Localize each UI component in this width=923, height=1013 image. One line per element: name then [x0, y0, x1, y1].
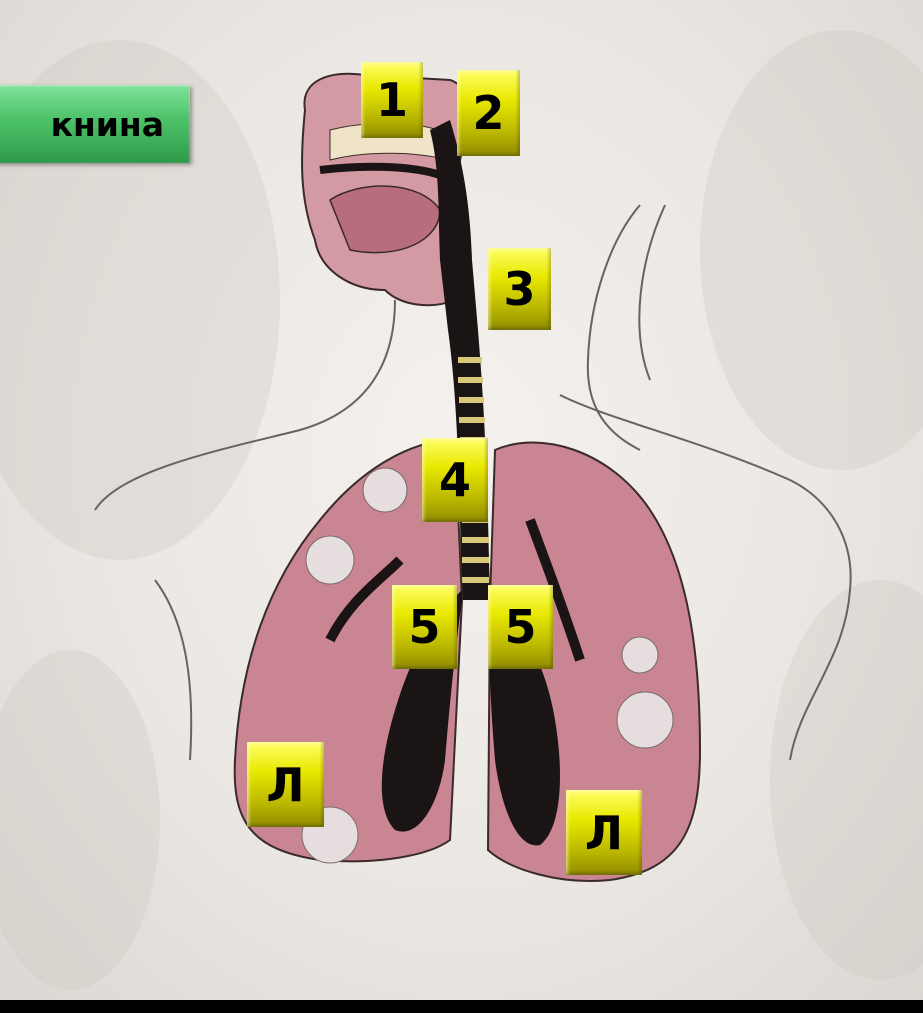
marker-5-left[interactable]: 5: [392, 585, 457, 669]
marker-2-label: 2: [472, 86, 504, 140]
marker-l-right-label: Л: [585, 806, 623, 860]
marker-3[interactable]: 3: [488, 248, 551, 330]
marker-1-label: 1: [376, 73, 408, 127]
marker-5-right-label: 5: [504, 600, 536, 654]
marker-l-left-label: Л: [266, 758, 304, 812]
marker-l-right[interactable]: Л: [566, 790, 642, 875]
bottom-bar: [0, 1000, 923, 1013]
marker-1[interactable]: 1: [361, 62, 423, 138]
title-tag-text: книна: [51, 105, 164, 144]
marker-4[interactable]: 4: [422, 438, 488, 522]
marker-5-left-label: 5: [408, 600, 440, 654]
marker-4-label: 4: [439, 453, 471, 507]
title-tag: книна: [0, 85, 190, 163]
marker-3-label: 3: [503, 262, 535, 316]
marker-l-left[interactable]: Л: [247, 742, 324, 827]
marker-2[interactable]: 2: [457, 70, 520, 156]
marker-5-right[interactable]: 5: [488, 585, 553, 669]
